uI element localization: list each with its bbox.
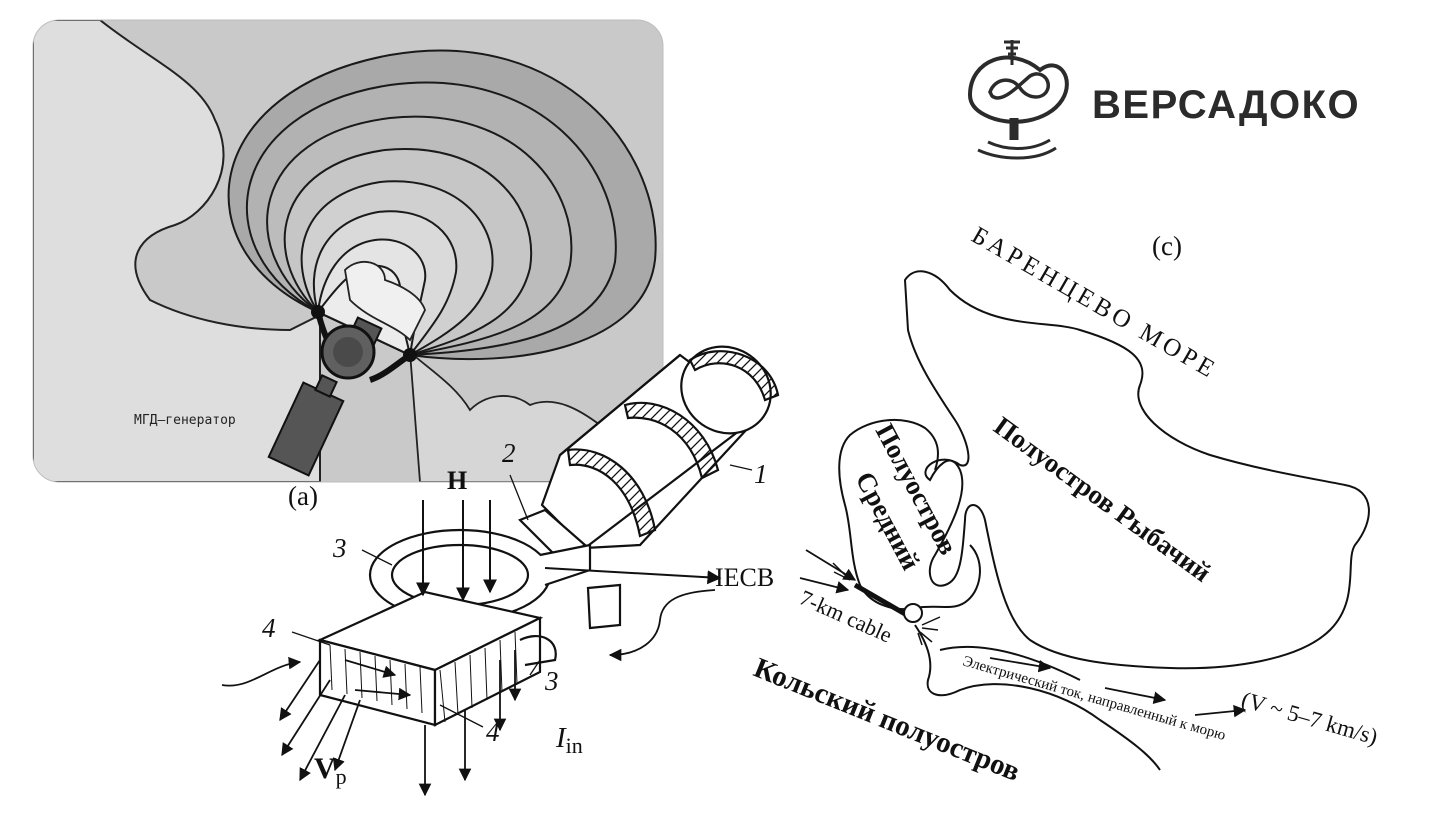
iecb-label: IECB [715, 563, 774, 592]
panel-a-caption: (a) [288, 481, 318, 511]
sredniy-outline [838, 418, 981, 611]
cable-label: 7-km cable [796, 585, 896, 648]
field-contours [227, 49, 657, 361]
leader-lines [291, 464, 753, 728]
panel-b-device [316, 345, 780, 727]
brand-logo: ВЕРСАДОКО [967, 40, 1360, 160]
return-wire [608, 589, 716, 662]
kola-coastline [914, 624, 1161, 771]
mgd-generator-device [267, 305, 417, 477]
label-4-left: 4 [262, 613, 276, 643]
current-label: Iin [555, 722, 583, 758]
panel-a-map: МГД–генератор [33, 20, 663, 482]
left-landmass [33, 20, 321, 482]
rybachiy-outline [903, 270, 1370, 670]
infinity-mask-logo-icon [967, 40, 1069, 160]
label-1: 1 [754, 459, 768, 489]
output-arrows [221, 650, 522, 797]
peninsula-rybachiy: Полуостров Рыбачий [988, 411, 1216, 588]
panel-c-map [838, 270, 1370, 771]
coil-ring-1 [688, 350, 780, 402]
iecb-line [544, 567, 722, 585]
field-label-H: H [447, 466, 467, 495]
sea-label: БАРЕНЦЕВО МОРЕ [967, 222, 1222, 385]
box-electrode [316, 590, 544, 727]
label-3-right: 3 [544, 666, 559, 696]
inner-coastline [344, 261, 426, 342]
coil-ring-2 [623, 401, 720, 480]
coil-ring-3 [566, 448, 657, 538]
label-3-left: 3 [332, 533, 347, 563]
generator-label: МГД–генератор [134, 413, 236, 428]
current-arrows [799, 549, 1247, 718]
field-arrows [416, 500, 497, 602]
brand-text: ВЕРСАДОКО [1092, 83, 1360, 127]
panel-c-caption: (c) [1152, 231, 1182, 261]
label-4-right: 4 [486, 717, 500, 747]
speed-label: (V ~ 5–7 km/s) [1239, 687, 1381, 750]
label-2: 2 [502, 438, 516, 468]
velocity-label: Vp [314, 752, 347, 789]
cable [832, 562, 941, 646]
solenoid-tube [540, 345, 780, 550]
current-text: Электрический ток, направленный к морю [961, 653, 1227, 744]
